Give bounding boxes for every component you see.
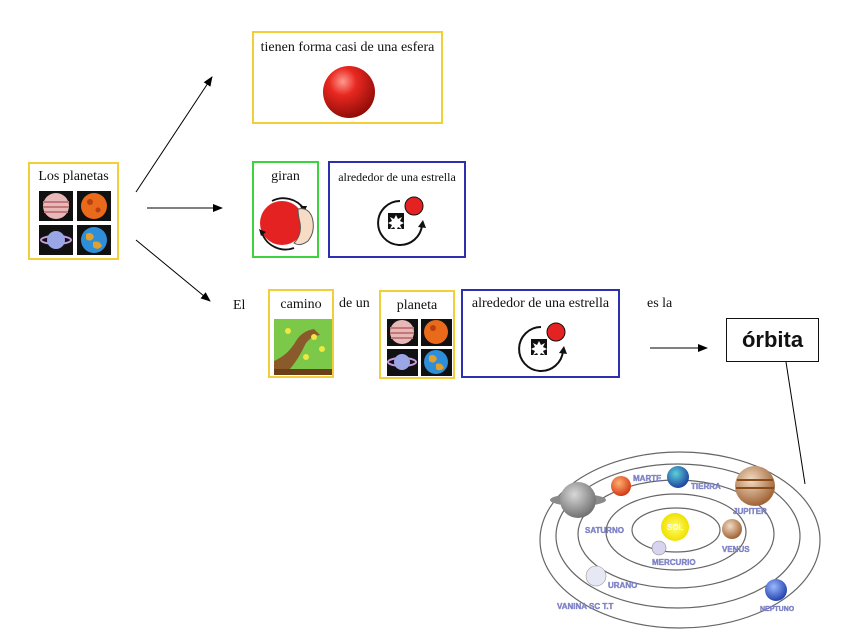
- property-box-rotate: giran: [252, 161, 319, 258]
- sentence-word-de-un: de un: [339, 296, 370, 311]
- result-word: órbita: [741, 327, 804, 352]
- orbit-star-icon: [377, 196, 426, 246]
- property-sphere-label: tienen forma casi de una esfera: [260, 40, 435, 55]
- property-rotate-label: giran: [271, 169, 300, 184]
- sentence-planeta-label: planeta: [396, 298, 438, 313]
- property-around-label: alrededor de una estrella: [338, 170, 456, 184]
- concept-title: Los planetas: [38, 169, 109, 184]
- solar-label-venus: VENUS: [722, 545, 750, 554]
- sentence-word-es-la: es la: [647, 296, 673, 311]
- solar-label-tierra: TIERRA: [691, 482, 721, 491]
- solar-label-saturno: SATURNO: [585, 526, 624, 535]
- sentence-around-label: alrededor de una estrella: [471, 296, 610, 311]
- sentence-word-el: El: [233, 298, 246, 313]
- arrow-to-sentence: [135, 239, 211, 302]
- solar-label-neptuno: NEPTUNO: [760, 606, 795, 613]
- sentence-box-camino: camino: [268, 289, 334, 378]
- solar-label-mercurio: MERCURIO: [652, 558, 696, 567]
- rotate-icon: [259, 197, 314, 251]
- solar-label-sol: SOL: [667, 523, 684, 532]
- planet-icon: [387, 319, 452, 376]
- property-box-around-star: alrededor de una estrella: [328, 161, 466, 258]
- result-box-orbita: órbita: [726, 318, 819, 362]
- planets-icon: [39, 191, 111, 255]
- sentence-box-around-star: alrededor de una estrella: [461, 289, 620, 378]
- concept-box-planetas: Los planetas: [28, 162, 119, 260]
- arrow-to-sphere: [135, 76, 213, 193]
- solar-label-marte: MARTE: [633, 474, 662, 483]
- property-box-sphere: tienen forma casi de una esfera: [252, 31, 443, 124]
- sentence-camino-label: camino: [280, 297, 322, 312]
- sphere-icon: [323, 66, 375, 118]
- solar-label-jupiter: JUPITER: [733, 507, 767, 516]
- path-icon: [274, 319, 332, 375]
- line-orbit-to-image: [785, 361, 806, 485]
- orbit-star-icon: [518, 322, 567, 372]
- solar-label-urano: URANO: [608, 581, 637, 590]
- solar-label-vanina: VANINA SC T.T: [557, 602, 614, 611]
- sentence-box-planeta: planeta: [379, 290, 455, 379]
